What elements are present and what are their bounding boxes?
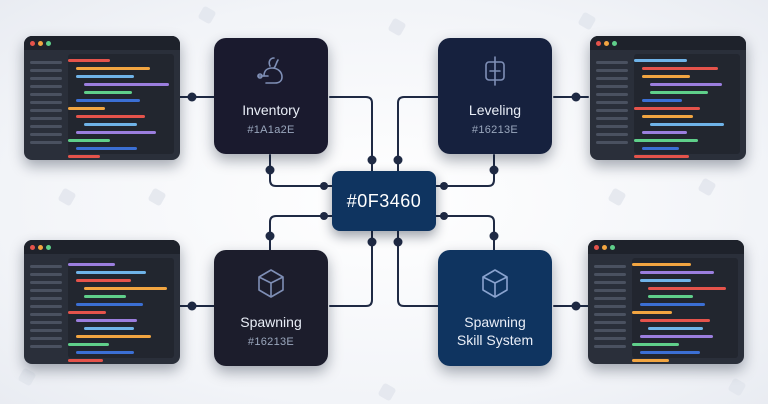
maximize-dot bbox=[612, 40, 617, 46]
code-editor-window bbox=[588, 240, 744, 364]
file-tree bbox=[596, 56, 630, 154]
file-tree bbox=[30, 260, 64, 358]
spawning-module[interactable]: Spawning #16213E bbox=[214, 250, 328, 366]
close-dot bbox=[594, 244, 599, 250]
window-titlebar bbox=[590, 36, 746, 50]
code-editor-window bbox=[590, 36, 746, 160]
rabbit-icon bbox=[257, 57, 283, 84]
code-editor-window bbox=[24, 36, 180, 160]
tool-icon bbox=[485, 56, 505, 86]
minimize-dot bbox=[602, 244, 607, 250]
minimize-dot bbox=[604, 40, 609, 46]
module-title: Spawning bbox=[464, 314, 526, 330]
hub-label: #0F3460 bbox=[346, 190, 422, 211]
code-area bbox=[634, 54, 740, 158]
unity-icon bbox=[482, 269, 508, 298]
module-title: Inventory bbox=[242, 102, 300, 118]
window-titlebar bbox=[24, 36, 180, 50]
module-subtitle: #16213E bbox=[247, 336, 295, 348]
close-dot bbox=[30, 40, 35, 46]
code-editor-window bbox=[24, 240, 180, 364]
unity-icon bbox=[258, 269, 284, 298]
code-area bbox=[68, 54, 174, 158]
close-dot bbox=[30, 244, 35, 250]
maximize-dot bbox=[46, 40, 51, 46]
close-dot bbox=[596, 40, 601, 46]
window-titlebar bbox=[24, 240, 180, 254]
window-titlebar bbox=[588, 240, 744, 254]
module-title: Spawning bbox=[240, 314, 302, 330]
module-subtitle: Skill System bbox=[456, 332, 534, 348]
code-area bbox=[68, 258, 174, 362]
maximize-dot bbox=[46, 244, 51, 250]
leveling-module[interactable]: Leveling #16213E bbox=[438, 38, 552, 154]
skill-system-module[interactable]: Spawning Skill System bbox=[438, 250, 552, 366]
file-tree bbox=[30, 56, 64, 154]
module-title: Leveling bbox=[468, 102, 522, 118]
minimize-dot bbox=[38, 40, 43, 46]
module-subtitle: #16213E bbox=[471, 124, 519, 136]
module-subtitle: #1A1a2E bbox=[247, 124, 295, 136]
maximize-dot bbox=[610, 244, 615, 250]
central-hub[interactable]: #0F3460 bbox=[332, 171, 436, 231]
file-tree bbox=[594, 260, 628, 358]
code-area bbox=[632, 258, 738, 362]
minimize-dot bbox=[38, 244, 43, 250]
inventory-module[interactable]: Inventory #1A1a2E bbox=[214, 38, 328, 154]
